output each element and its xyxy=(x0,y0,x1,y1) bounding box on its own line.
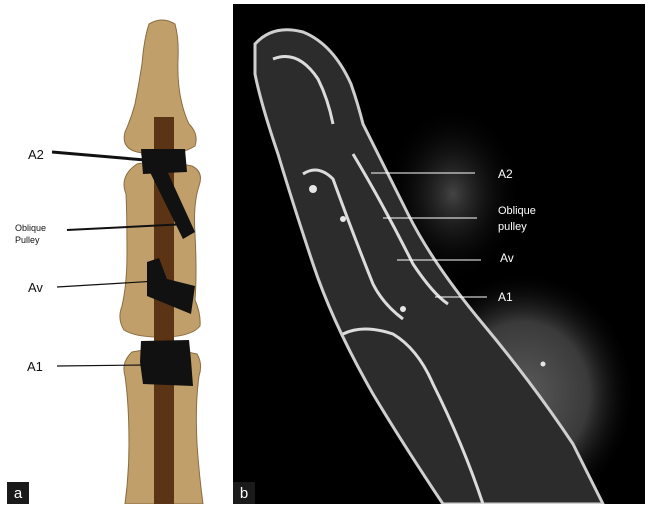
bright-spot xyxy=(400,306,406,312)
mri-label-pulley: pulley xyxy=(498,221,527,233)
mri-image: A2 Oblique pulley Av A1 xyxy=(233,4,645,504)
label-av: Av xyxy=(28,280,43,295)
finger-schematic: A2 Oblique Pulley Av A1 xyxy=(7,4,230,504)
mri-label-a1: A1 xyxy=(498,290,513,304)
bright-spot xyxy=(340,216,346,222)
panel-b-mri: A2 Oblique pulley Av A1 b xyxy=(233,4,645,504)
label-a1: A1 xyxy=(27,359,43,374)
label-a2: A2 xyxy=(28,147,44,162)
panel-letter-a: a xyxy=(7,482,29,504)
label-oblique: Oblique xyxy=(15,223,46,233)
panel-a-schematic: A2 Oblique Pulley Av A1 a xyxy=(7,4,230,504)
mri-label-oblique: Oblique xyxy=(498,205,536,217)
panel-letter-b: b xyxy=(233,482,255,504)
a2-leader xyxy=(52,152,145,160)
a1-pulley xyxy=(140,340,193,386)
bright-spot xyxy=(309,185,317,193)
bright-spot xyxy=(541,362,546,367)
mri-label-a2: A2 xyxy=(498,167,513,181)
label-pulley: Pulley xyxy=(15,235,40,245)
mri-label-av: Av xyxy=(500,251,514,265)
